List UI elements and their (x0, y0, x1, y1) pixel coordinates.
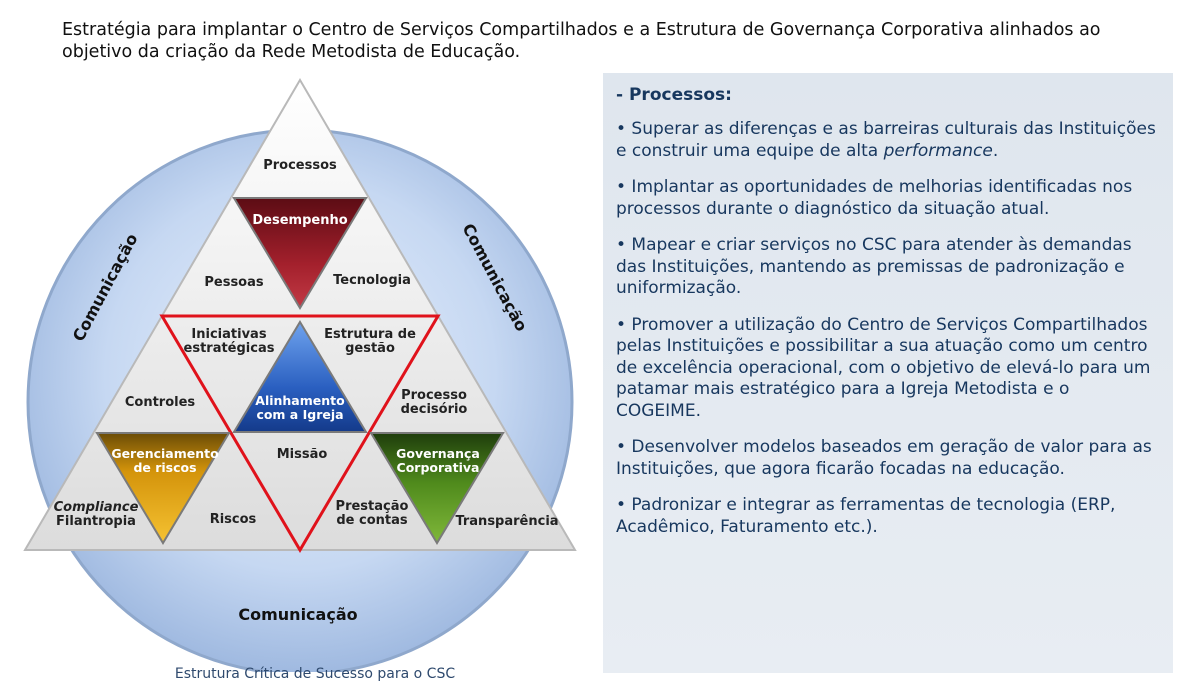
gerenciamento-label-2: de riscos (133, 460, 196, 475)
governanca-label-2: Corporativa (397, 460, 480, 475)
bullet-emphasis: performance (883, 140, 993, 161)
diagram-caption: Estrutura Crítica de Sucesso para o CSC (174, 666, 456, 682)
filantropia-label: Filantropia (56, 514, 136, 529)
gerenciamento-triangle (95, 432, 231, 545)
missao-label: Missão (277, 447, 328, 462)
alinhamento-label-2: com a Igreja (256, 407, 343, 422)
bullet-end: . (992, 140, 999, 161)
processo-decisorio-label-1: Processo (401, 388, 467, 403)
panel-bullet: • Promover a utilização do Centro de Ser… (616, 314, 1151, 421)
prestacao-label-2: de contas (336, 513, 408, 528)
governanca-label-1: Governança (396, 446, 480, 461)
pessoas-label: Pessoas (204, 275, 264, 290)
iniciativas-label-1: Iniciativas (191, 327, 266, 342)
compliance-label: Compliance (54, 500, 139, 515)
controles-label: Controles (125, 395, 196, 410)
gerenciamento-label-1: Gerenciamento (111, 446, 219, 461)
red-outline-triangle (159, 314, 441, 553)
panel-bullet: • Superar as diferenças e as barreiras c… (616, 119, 1159, 162)
estrutura-label-2: gestão (345, 341, 395, 356)
riscos-label: Riscos (210, 512, 257, 527)
panel-title: - Processos: (616, 85, 732, 105)
bullet-text: • Superar as diferenças e as barreiras c… (616, 119, 1156, 161)
alinhamento-label-1: Alinhamento (255, 393, 345, 408)
panel-bullet: • Implantar as oportunidades de melhoria… (616, 177, 1133, 219)
panel-bullet: • Mapear e criar serviços no CSC para at… (616, 235, 1132, 298)
header-title: Estratégia para implantar o Centro de Se… (62, 19, 1182, 63)
desempenho-triangle (232, 197, 368, 310)
prestacao-label-1: Prestação (336, 499, 409, 514)
alinhamento-triangle (232, 320, 368, 433)
processos-label: Processos (263, 158, 337, 173)
transparencia-label: Transparência (455, 514, 558, 529)
success-structure-diagram: Comunicação Comunicação Comunicação Proc… (23, 78, 577, 672)
governanca-triangle (369, 432, 505, 545)
comunicacao-bottom-label: Comunicação (238, 605, 357, 624)
processo-decisorio-label-2: decisório (401, 402, 468, 417)
estrutura-label-1: Estrutura de (324, 327, 416, 342)
header-line-1: Estratégia para implantar o Centro de Se… (62, 20, 1101, 40)
tecnologia-label: Tecnologia (333, 273, 411, 288)
panel-bullet: • Desenvolver modelos baseados em geraçã… (616, 437, 1152, 479)
header-line-2: objetivo da criação da Rede Metodista de… (62, 42, 521, 62)
panel-bullet: • Padronizar e integrar as ferramentas d… (616, 495, 1116, 537)
iniciativas-label-2: estratégicas (184, 341, 275, 356)
processes-panel: - Processos: • Superar as diferenças e a… (603, 73, 1173, 673)
desempenho-label: Desempenho (252, 213, 347, 228)
